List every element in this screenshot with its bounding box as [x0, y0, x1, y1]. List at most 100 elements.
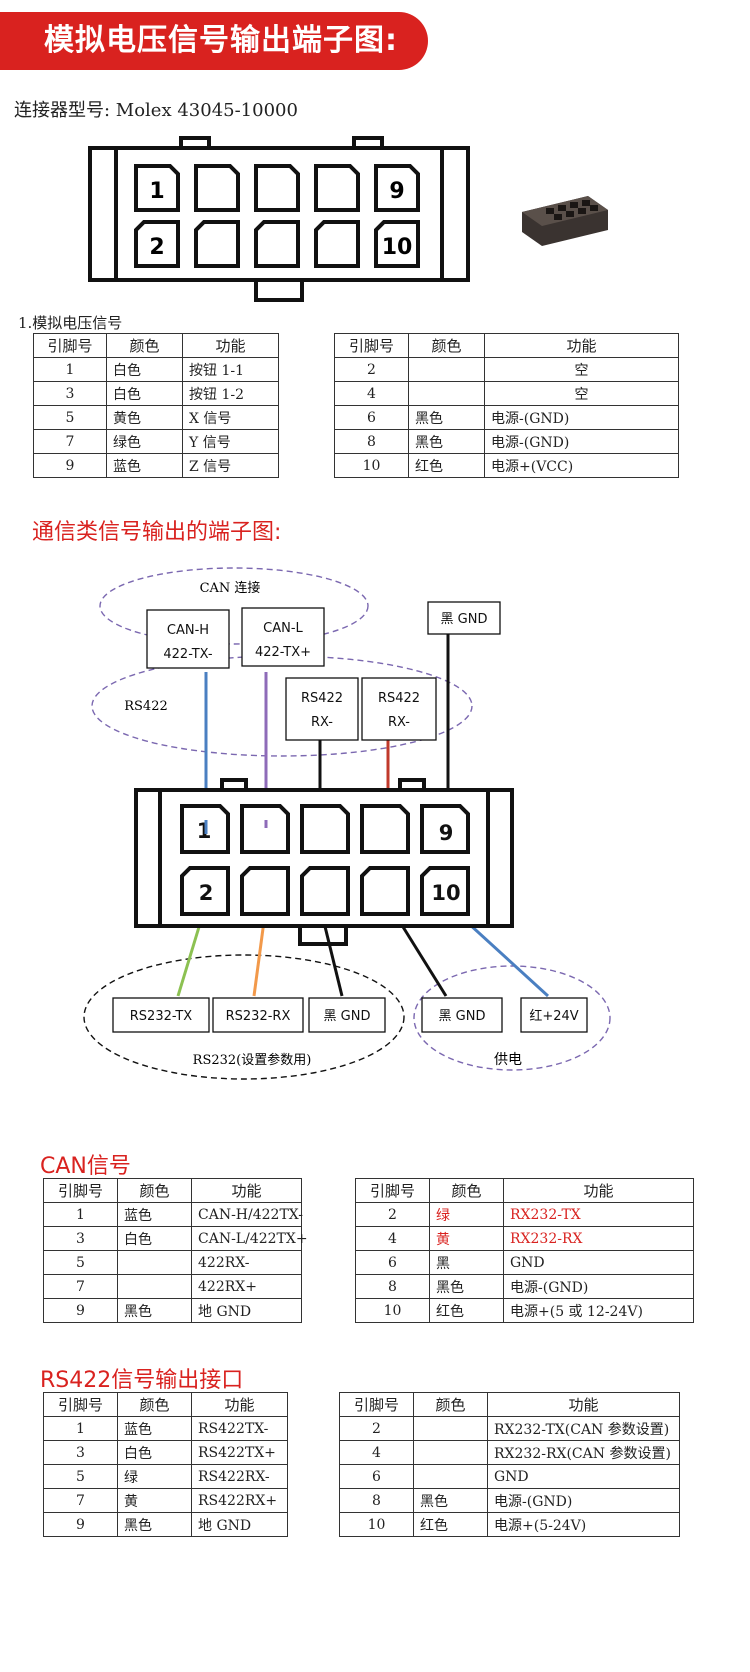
table-cell-pin: 8: [355, 1274, 430, 1299]
table-cell-color: 白色: [117, 1440, 192, 1465]
rs232-group-label: RS232(设置参数用): [193, 1052, 312, 1068]
table-header-cell: 颜色: [117, 1392, 192, 1417]
diagram-pin-1: 1: [197, 819, 212, 843]
box-red-24v: [520, 997, 588, 1033]
table-header-row: 引脚号颜色功能引脚号颜色功能: [43, 1178, 694, 1203]
table-cell-color: 黑色: [429, 1274, 504, 1299]
rs422-group-label: RS422: [124, 699, 168, 714]
table-cell-function: 电源-(GND): [484, 429, 679, 454]
table-cell-color: 黑色: [117, 1512, 192, 1537]
table-gap-cell: [301, 1298, 356, 1323]
table-cell-function: RX232-RX(CAN 参数设置): [487, 1440, 680, 1465]
table-cell-color: 黑色: [408, 405, 485, 430]
box-rs232-rx-text: RS232-RX: [226, 1009, 291, 1024]
table-header-cell: 引脚号: [43, 1392, 118, 1417]
table-cell-function: 空: [484, 357, 679, 382]
table-cell-pin: 2: [355, 1202, 430, 1227]
table-cell-function: RX232-RX: [503, 1226, 694, 1251]
table-cell-color: 黄色: [106, 405, 183, 430]
table-cell-pin: 6: [339, 1464, 414, 1489]
table-cell-pin: 10: [339, 1512, 414, 1537]
table-gap-cell: [287, 1416, 340, 1441]
table-gap-cell: [278, 429, 335, 454]
table-cell-function: 地 GND: [191, 1298, 302, 1323]
table-gap-cell: [278, 405, 335, 430]
table-header-cell: 颜色: [413, 1392, 488, 1417]
rs422-heading: RS422信号输出接口: [40, 1368, 244, 1393]
table-gap-cell: [301, 1250, 356, 1275]
table-header-cell: 功能: [182, 333, 279, 358]
table-cell-function: GND: [487, 1464, 680, 1489]
table-cell-color: [413, 1464, 488, 1489]
pin-label-10: 10: [382, 235, 413, 260]
table-cell-pin: 4: [334, 381, 409, 406]
table-cell-color: [413, 1416, 488, 1441]
table-gap-cell: [301, 1202, 356, 1227]
table-cell-function: RX232-TX: [503, 1202, 694, 1227]
table-cell-function: RS422TX-: [191, 1416, 288, 1441]
table-cell-color: 黑: [429, 1250, 504, 1275]
box-can-l-line2: 422-TX+: [255, 645, 311, 660]
table-cell-pin: 10: [355, 1298, 430, 1323]
box-can-h-line1: CAN-H: [167, 623, 209, 638]
connector-photo: [522, 196, 608, 246]
box-rs422-rx-2-line1: RS422: [378, 691, 420, 706]
table-cell-pin: 1: [43, 1416, 118, 1441]
table-cell-pin: 8: [339, 1488, 414, 1513]
table-cell-color: 黑色: [413, 1488, 488, 1513]
table-gap-cell: [287, 1512, 340, 1537]
table-cell-color: 蓝色: [106, 453, 183, 478]
box-rs422-rx-1-line1: RS422: [301, 691, 343, 706]
table-cell-pin: 2: [334, 357, 409, 382]
table-cell-color: 黄: [117, 1488, 192, 1513]
table-cell-pin: 3: [43, 1226, 118, 1251]
table-header-cell: 引脚号: [339, 1392, 414, 1417]
table-cell-pin: 7: [43, 1274, 118, 1299]
table-cell-function: RX232-TX(CAN 参数设置): [487, 1416, 680, 1441]
box-red-24v-text: 红+24V: [529, 1008, 578, 1024]
table-cell-color: [117, 1250, 192, 1275]
table-cell-pin: 1: [33, 357, 107, 382]
table-gap-cell: [287, 1440, 340, 1465]
connector-model-label: 连接器型号: Molex 43045-10000: [14, 100, 298, 121]
pin-label-9: 9: [389, 179, 404, 204]
table-cell-color: 红色: [429, 1298, 504, 1323]
table-cell-color: 绿色: [106, 429, 183, 454]
table-gap-cell: [278, 333, 335, 358]
table-cell-pin: 3: [33, 381, 107, 406]
table-header-row: 引脚号颜色功能引脚号颜色功能: [33, 333, 679, 358]
box-rs422-rx-2-line2: RX-: [388, 715, 410, 730]
box-rs232-rx: [212, 997, 304, 1033]
box-black-gnd-rs232: [308, 997, 386, 1033]
can-heading: CAN信号: [40, 1154, 131, 1179]
table-header-cell: 功能: [503, 1178, 694, 1203]
table-cell-function: 按钮 1-1: [182, 357, 279, 382]
table-cell-pin: 5: [43, 1250, 118, 1275]
diagram-pin-10: 10: [431, 881, 460, 905]
table-cell-function: CAN-L/422TX+: [191, 1226, 308, 1251]
page-banner-title: 模拟电压信号输出端子图:: [0, 12, 428, 70]
table-header-cell: 引脚号: [43, 1178, 118, 1203]
table-gap-cell: [278, 453, 335, 478]
table-header-cell: 功能: [487, 1392, 680, 1417]
box-black-gnd-power-text: 黑 GND: [439, 1009, 486, 1024]
table-cell-function: RS422RX-: [191, 1464, 288, 1489]
table-cell-function: 电源-(GND): [487, 1488, 680, 1513]
table-cell-function: 电源+(5 或 12-24V): [503, 1298, 694, 1323]
table-cell-function: 422RX-: [191, 1250, 302, 1275]
table-header-cell: 颜色: [117, 1178, 192, 1203]
table-header-row: 引脚号颜色功能引脚号颜色功能: [43, 1392, 680, 1417]
table-cell-color: 绿: [117, 1464, 192, 1489]
table-cell-function: Y 信号: [182, 429, 279, 454]
table-cell-pin: 2: [339, 1416, 414, 1441]
box-can-h-line2: 422-TX-: [163, 647, 213, 662]
